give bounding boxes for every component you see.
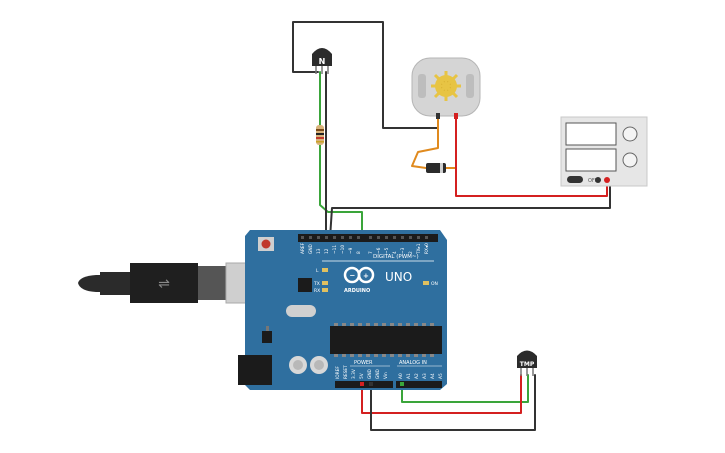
pin-label: RX◂0 [424, 243, 430, 254]
resistor[interactable] [316, 125, 324, 145]
atmega-chip [330, 326, 442, 354]
pin-label: GND [308, 243, 314, 254]
pin-label: 2 [408, 251, 414, 254]
psu-positive-terminal [604, 177, 610, 183]
pin-label: 5V [359, 373, 365, 379]
transistor-label: N [319, 57, 326, 66]
pin-label: ~11 [332, 245, 338, 254]
wire-motor-diode-left[interactable] [411, 117, 439, 169]
model-label: UNO [385, 270, 412, 284]
psu-off-label: OFF [588, 178, 598, 184]
pin-label: A4 [430, 373, 436, 379]
pin-label: 13 [316, 248, 322, 254]
brand-label: ARDUINO [344, 288, 370, 294]
led-l-label: L [316, 268, 319, 274]
pin-label: 12 [324, 248, 330, 254]
power-switch[interactable] [567, 176, 583, 183]
pin-label: 7 [368, 251, 374, 254]
wire-motor-psu-red[interactable] [455, 117, 608, 197]
analog-header [396, 381, 442, 388]
wire-psu-gnd[interactable] [329, 179, 611, 239]
pin-label: A3 [422, 373, 428, 379]
wire-tmp-green[interactable] [401, 374, 529, 403]
npn-transistor[interactable]: N [312, 48, 332, 74]
svg-text:−: − [350, 272, 356, 280]
pin-label: GND [367, 368, 373, 379]
led-rx-label: RX [314, 288, 320, 294]
usb-cable[interactable]: ⇌ [78, 262, 267, 304]
power-supply[interactable]: OFF [560, 116, 648, 187]
pin-label: ~10 [340, 245, 346, 254]
wire-tmp-red[interactable] [361, 374, 522, 414]
pin-label: A0 [398, 373, 404, 379]
pin-label: ~3 [400, 247, 406, 254]
diode[interactable] [426, 163, 446, 173]
wires [292, 21, 611, 431]
led-tx-label: TX [313, 281, 320, 287]
svg-text:+: + [363, 272, 369, 280]
pin-label: 4 [392, 251, 398, 254]
pin-label: A1 [406, 373, 412, 379]
pin-label: ~9 [348, 247, 354, 254]
pin-label: 3.3V [351, 369, 357, 379]
pin-label: RESET [343, 365, 349, 379]
pin-label: ~6 [376, 247, 382, 254]
tmp-sensor[interactable]: TMP [517, 350, 537, 377]
pin-label: AREF [300, 242, 306, 254]
pin-label: Vin [383, 372, 389, 379]
analog-label: ANALOG IN [399, 360, 427, 366]
wire-tmp-black[interactable] [370, 374, 536, 431]
pin-label: TX▸1 [416, 243, 422, 255]
regulator [262, 331, 272, 343]
wire-resistor-to-pin[interactable] [319, 144, 363, 239]
reset-button[interactable] [261, 239, 271, 249]
pin-label: GND [375, 368, 381, 379]
pin-label: ~5 [384, 247, 390, 254]
pin-label: A2 [414, 373, 420, 379]
pin-label: IOREF [335, 366, 341, 379]
usb-chip [298, 278, 312, 292]
pin-label: A5 [438, 373, 444, 379]
power-label: POWER [354, 360, 373, 366]
arduino-logo: − + [343, 266, 375, 284]
digital-header [298, 234, 438, 242]
crystal [286, 305, 316, 317]
tmp-label: TMP [520, 361, 535, 368]
wire-motor-diode-right[interactable] [444, 117, 457, 169]
on-label: ON [431, 281, 438, 287]
pin-label: 8 [356, 251, 362, 254]
digital-label: DIGITAL (PWM~) [373, 254, 419, 260]
dc-motor[interactable] [411, 57, 481, 119]
usb-icon: ⇌ [158, 276, 170, 292]
psu-negative-terminal [595, 177, 601, 183]
